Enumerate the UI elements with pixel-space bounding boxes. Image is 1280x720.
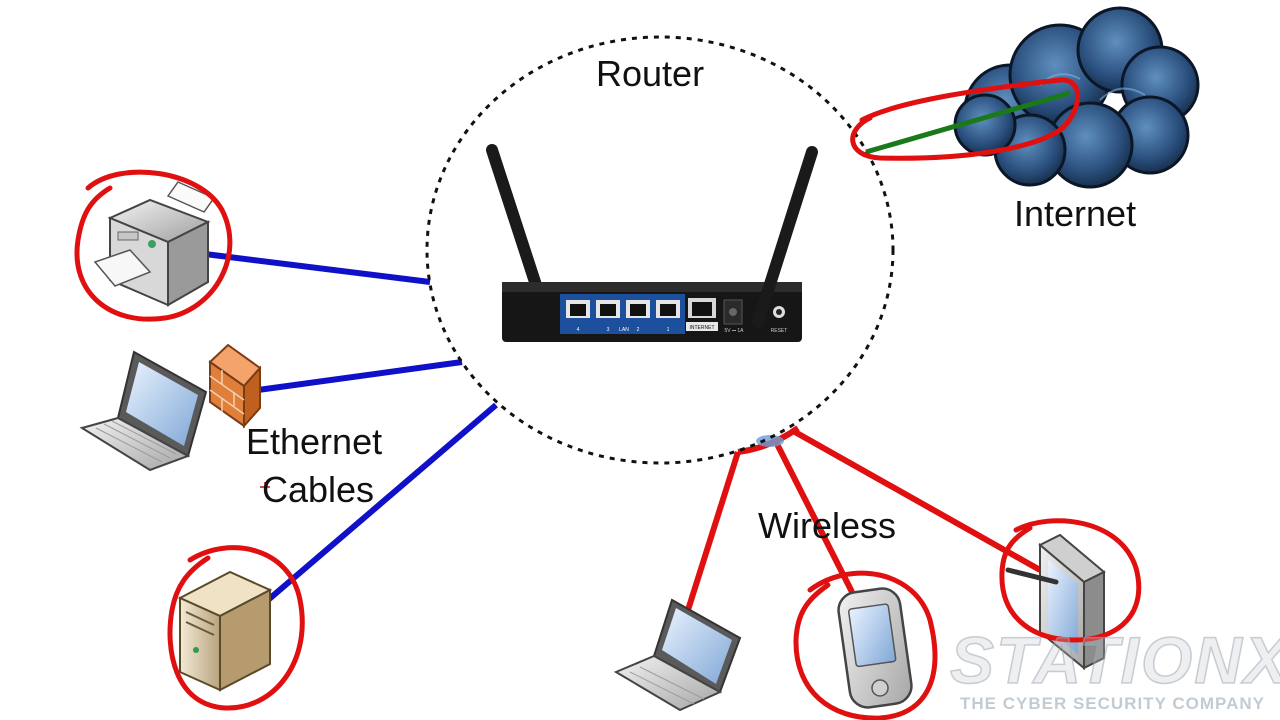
wireless-link-tablet — [793, 429, 1042, 573]
cables-label: Cables — [262, 469, 375, 510]
ethernet-label: Ethernet — [246, 421, 383, 462]
router-icon: 4 3 LAN 2 1 INTERNET 5V ⎓ 1A RESET — [486, 144, 818, 342]
port-label-4: 4 — [577, 327, 580, 333]
server-icon — [177, 570, 273, 692]
port-label-3: 3 — [607, 327, 610, 333]
wireless-label: Wireless — [758, 505, 897, 546]
pda-icon — [837, 587, 913, 709]
brand-watermark: STATIONX THE CYBER SECURITY COMPANY — [949, 622, 1280, 720]
internet-label: Internet — [1014, 193, 1137, 234]
firewall-icon — [208, 343, 262, 429]
port-label-1: 1 — [667, 327, 670, 333]
cable-laptop — [257, 359, 463, 393]
annotation-server — [167, 545, 305, 711]
watermark-brand: STATIONX — [949, 622, 1280, 698]
stylus — [1005, 567, 1059, 585]
power-label: 5V ⎓ 1A — [725, 328, 745, 334]
port-label-lan: LAN — [619, 327, 629, 333]
watermark-tagline: THE CYBER SECURITY COMPANY — [960, 694, 1265, 713]
port-label-internet: INTERNET — [690, 325, 715, 331]
wireless-link-laptop — [685, 451, 741, 611]
cursor-mark — [260, 482, 270, 492]
wireless-laptop-icon — [613, 598, 742, 712]
ethernet-cables — [204, 251, 498, 603]
reset-label: RESET — [771, 328, 788, 334]
internet-link — [865, 90, 1071, 155]
annotation-internet — [850, 77, 1081, 161]
router-boundary — [425, 35, 895, 465]
annotation-pda — [793, 570, 938, 720]
annotation-circles — [74, 77, 1142, 720]
wireless-links — [685, 425, 1042, 611]
wireless-antenna-spot — [756, 435, 784, 447]
tablet-icon — [1005, 533, 1106, 671]
annotation-tablet — [999, 518, 1142, 643]
cable-server — [266, 402, 498, 603]
printer-icon — [93, 181, 216, 307]
router-label: Router — [596, 53, 705, 94]
laptop-icon — [79, 350, 208, 472]
port-label-2: 2 — [637, 327, 640, 333]
annotation-printer — [74, 169, 233, 322]
wireless-link-pda — [773, 440, 855, 594]
cable-printer — [204, 251, 431, 285]
